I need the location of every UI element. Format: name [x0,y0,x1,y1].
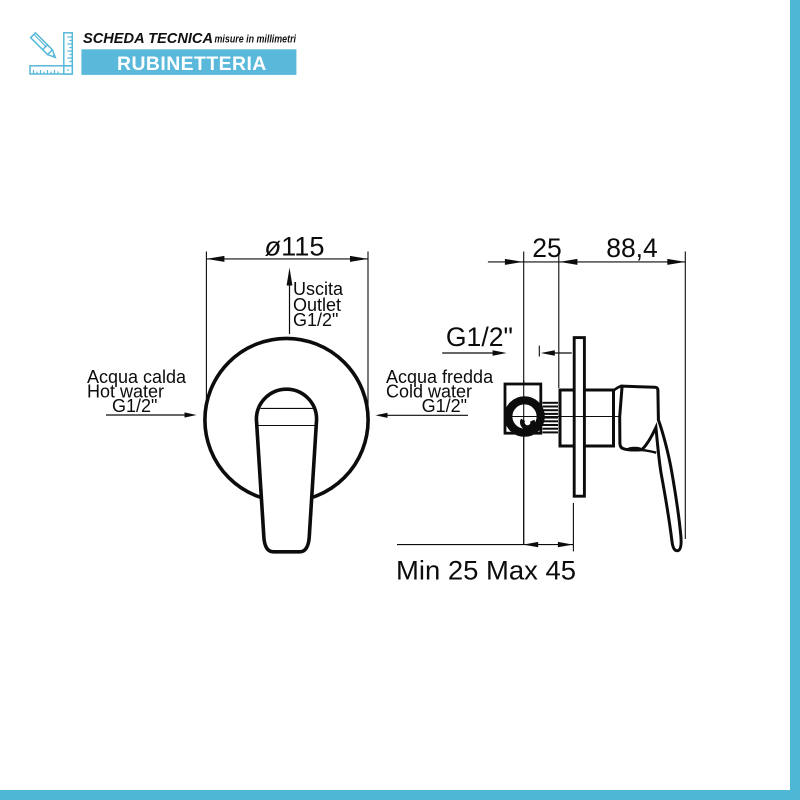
svg-text:RUBINETTERIA: RUBINETTERIA [117,53,267,75]
svg-text:25: 25 [532,233,561,263]
svg-text:Hot water: Hot water [87,382,164,402]
svg-text:Cold water: Cold water [386,382,472,402]
svg-text:Uscita: Uscita [293,279,344,299]
svg-text:Outlet: Outlet [293,295,341,315]
svg-text:Min 25 Max 45: Min 25 Max 45 [396,556,576,586]
svg-text:ø115: ø115 [265,231,325,262]
svg-text:G1/2": G1/2" [293,310,338,330]
svg-text:G1/2": G1/2" [112,396,157,416]
svg-text:88,4: 88,4 [606,233,658,263]
svg-text:SCHEDA TECNICA: SCHEDA TECNICA [83,31,213,47]
svg-text:Acqua fredda: Acqua fredda [386,367,494,387]
svg-text:Acqua calda: Acqua calda [87,367,187,387]
svg-text:misure in millimetri: misure in millimetri [215,34,297,46]
svg-text:G1/2": G1/2" [446,322,513,352]
svg-text:G1/2": G1/2" [422,396,467,416]
